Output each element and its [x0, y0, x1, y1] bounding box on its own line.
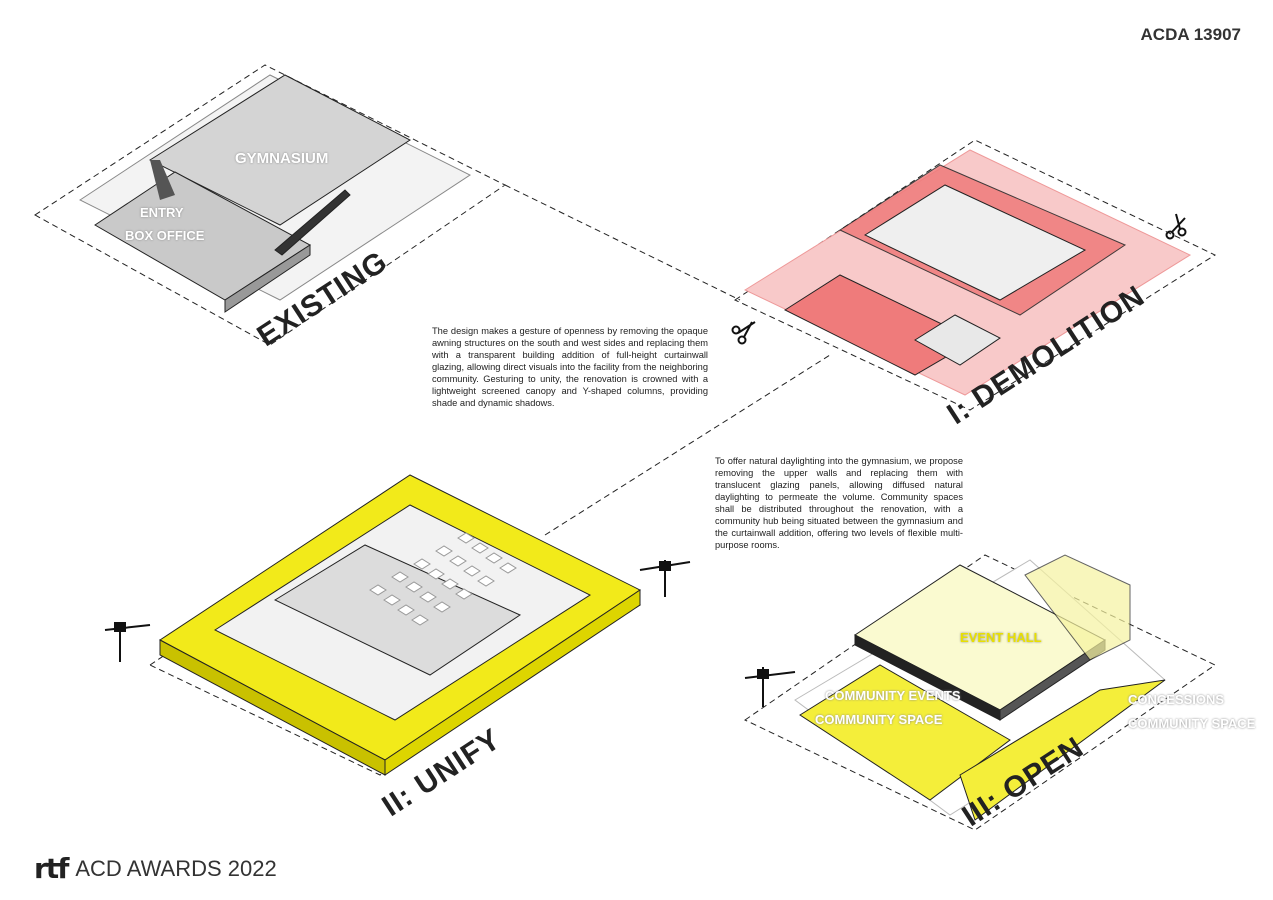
- label-community-events: COMMUNITY EVENTS: [825, 688, 961, 703]
- label-community-space-left: COMMUNITY SPACE: [815, 712, 943, 727]
- skylight: [427, 568, 445, 580]
- skylight: [455, 588, 473, 600]
- skylight: [485, 552, 503, 564]
- skylight: [499, 562, 517, 574]
- connector-line: [504, 184, 741, 301]
- skylight: [369, 584, 387, 596]
- demolition-building: [733, 139, 1217, 411]
- skylight: [419, 591, 437, 603]
- label-box-office: BOX OFFICE: [125, 228, 205, 243]
- scissors-icon: [731, 213, 1187, 345]
- label-event-hall: EVENT HALL: [960, 630, 1042, 645]
- footer: rtf ACD AWARDS 2022: [34, 852, 277, 885]
- skylight: [433, 601, 451, 613]
- label-gymnasium: GYMNASIUM: [235, 150, 329, 167]
- project-code: ACDA 13907: [1140, 25, 1241, 44]
- skylight: [405, 581, 423, 593]
- existing-building: [34, 64, 506, 346]
- skylight: [435, 545, 453, 557]
- skylight: [397, 604, 415, 616]
- crane-icon: [104, 560, 796, 707]
- description-paragraph-2: To offer natural daylighting into the gy…: [715, 456, 963, 550]
- skylight: [391, 571, 409, 583]
- rtf-logo: rtf: [34, 852, 69, 885]
- description-paragraph-1: The design makes a gesture of openness b…: [432, 326, 708, 408]
- skylight: [463, 565, 481, 577]
- open-building: [744, 554, 1216, 831]
- skylight: [411, 614, 429, 626]
- label-entry: ENTRY: [140, 205, 184, 220]
- skylight-grid: [369, 532, 517, 626]
- skylight: [413, 558, 431, 570]
- label-concessions: CONCESSIONS: [1128, 692, 1225, 707]
- label-community-space-right: COMMUNITY SPACE: [1128, 716, 1256, 731]
- skylight: [441, 578, 459, 590]
- connector-line: [544, 354, 831, 536]
- unify-building: [148, 474, 642, 776]
- award-title: ACD AWARDS 2022: [75, 855, 277, 881]
- skylight: [449, 555, 467, 567]
- skylight: [477, 575, 495, 587]
- skylight: [383, 594, 401, 606]
- skylight: [457, 532, 475, 544]
- skylight: [471, 542, 489, 554]
